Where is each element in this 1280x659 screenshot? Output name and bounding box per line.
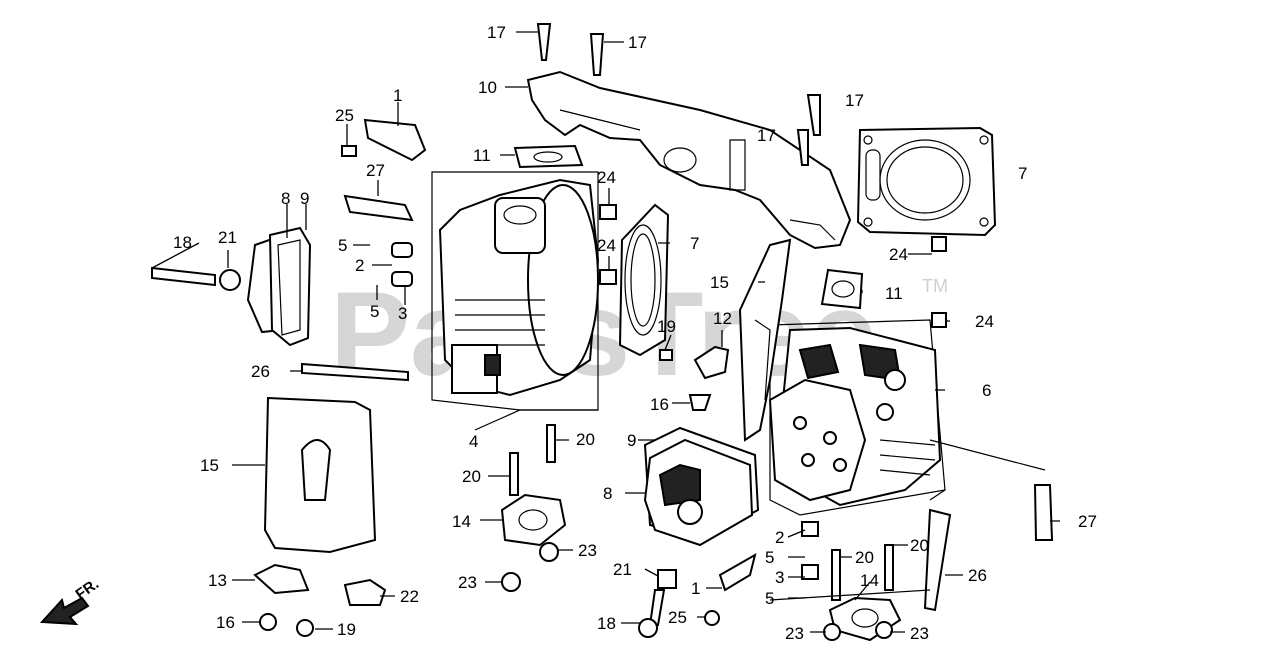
callout-24[interactable]: 24 [597,168,616,187]
callout-5[interactable]: 5 [370,302,379,321]
callout-8[interactable]: 8 [281,189,290,208]
callout-7[interactable]: 7 [1018,164,1027,183]
watermark-trademark: TM [922,276,948,296]
part-valve-cover-gasket-left[interactable] [268,226,312,347]
callout-17[interactable]: 17 [487,23,506,42]
callout-14[interactable]: 14 [452,512,471,531]
callout-27[interactable]: 27 [366,161,385,180]
callout-22[interactable]: 22 [400,587,419,606]
callout-27[interactable]: 27 [1078,512,1097,531]
callout-9[interactable]: 9 [300,189,309,208]
callouts: 17 17 17 17 10 1 25 11 27 8 9 18 21 5 2 … [173,23,1097,643]
callout-26[interactable]: 26 [251,362,270,381]
callout-17[interactable]: 17 [845,91,864,110]
callout-23[interactable]: 23 [910,624,929,643]
callout-13[interactable]: 13 [208,571,227,590]
part-cylinder-head-left[interactable] [431,171,600,411]
callout-24[interactable]: 24 [597,236,616,255]
callout-20[interactable]: 20 [462,467,481,486]
callout-2[interactable]: 2 [775,528,784,547]
part-clip[interactable] [343,578,387,606]
callout-2[interactable]: 2 [355,256,364,275]
callout-17[interactable]: 17 [628,33,647,52]
callout-12[interactable]: 12 [713,309,732,328]
part-bracket-left[interactable] [253,563,310,595]
part-exhaust-flange-bottom-left[interactable] [500,493,567,547]
front-direction-label: FR. [73,575,103,603]
leader-lines [151,31,1060,633]
part-intake-manifold[interactable] [526,70,852,250]
callout-3[interactable]: 3 [398,304,407,323]
callout-10[interactable]: 10 [478,78,497,97]
part-air-shroud-right[interactable] [738,238,792,442]
callout-4[interactable]: 4 [469,432,478,451]
callout-16[interactable]: 16 [650,395,669,414]
callout-5[interactable]: 5 [765,548,774,567]
callout-20[interactable]: 20 [910,536,929,555]
callout-20[interactable]: 20 [576,430,595,449]
part-air-shroud-left[interactable] [263,396,377,554]
callout-15[interactable]: 15 [710,273,729,292]
callout-3[interactable]: 3 [775,568,784,587]
callout-21[interactable]: 21 [613,560,632,579]
callout-20[interactable]: 20 [855,548,874,567]
part-cylinder-head-gasket-right[interactable] [856,126,997,237]
callout-8[interactable]: 8 [603,484,612,503]
callout-23[interactable]: 23 [458,573,477,592]
callout-11[interactable]: 11 [885,284,903,303]
callout-18[interactable]: 18 [173,233,192,252]
callout-5[interactable]: 5 [338,236,347,255]
callout-9[interactable]: 9 [627,431,636,450]
callout-26[interactable]: 26 [968,566,987,585]
callout-25[interactable]: 25 [335,106,354,125]
callout-24[interactable]: 24 [889,245,908,264]
callout-17[interactable]: 17 [757,126,776,145]
callout-21[interactable]: 21 [218,228,237,247]
part-valve-cover-bottom[interactable] [643,438,754,547]
part-cylinder-head-gasket-mid[interactable] [618,203,670,357]
callout-18[interactable]: 18 [597,614,616,633]
callout-23[interactable]: 23 [785,624,804,643]
callout-25[interactable]: 25 [668,608,687,627]
callout-7[interactable]: 7 [690,234,699,253]
callout-11[interactable]: 11 [473,146,491,165]
part-cylinder-head-right[interactable] [768,319,946,516]
callout-19[interactable]: 19 [337,620,356,639]
callout-19[interactable]: 19 [657,317,676,336]
part-intake-gasket-left[interactable] [513,144,584,169]
callout-16[interactable]: 16 [216,613,235,632]
front-direction-arrow: FR. [39,575,103,626]
part-intake-gasket-right[interactable] [820,268,864,310]
part-bracket-mid[interactable] [693,345,730,380]
part-bolts [151,23,1054,641]
callout-23[interactable]: 23 [578,541,597,560]
callout-24[interactable]: 24 [975,312,994,331]
callout-5[interactable]: 5 [765,589,774,608]
callout-1[interactable]: 1 [393,86,402,105]
callout-14[interactable]: 14 [860,571,879,590]
callout-15[interactable]: 15 [200,456,219,475]
callout-1[interactable]: 1 [691,579,700,598]
callout-6[interactable]: 6 [982,381,991,400]
